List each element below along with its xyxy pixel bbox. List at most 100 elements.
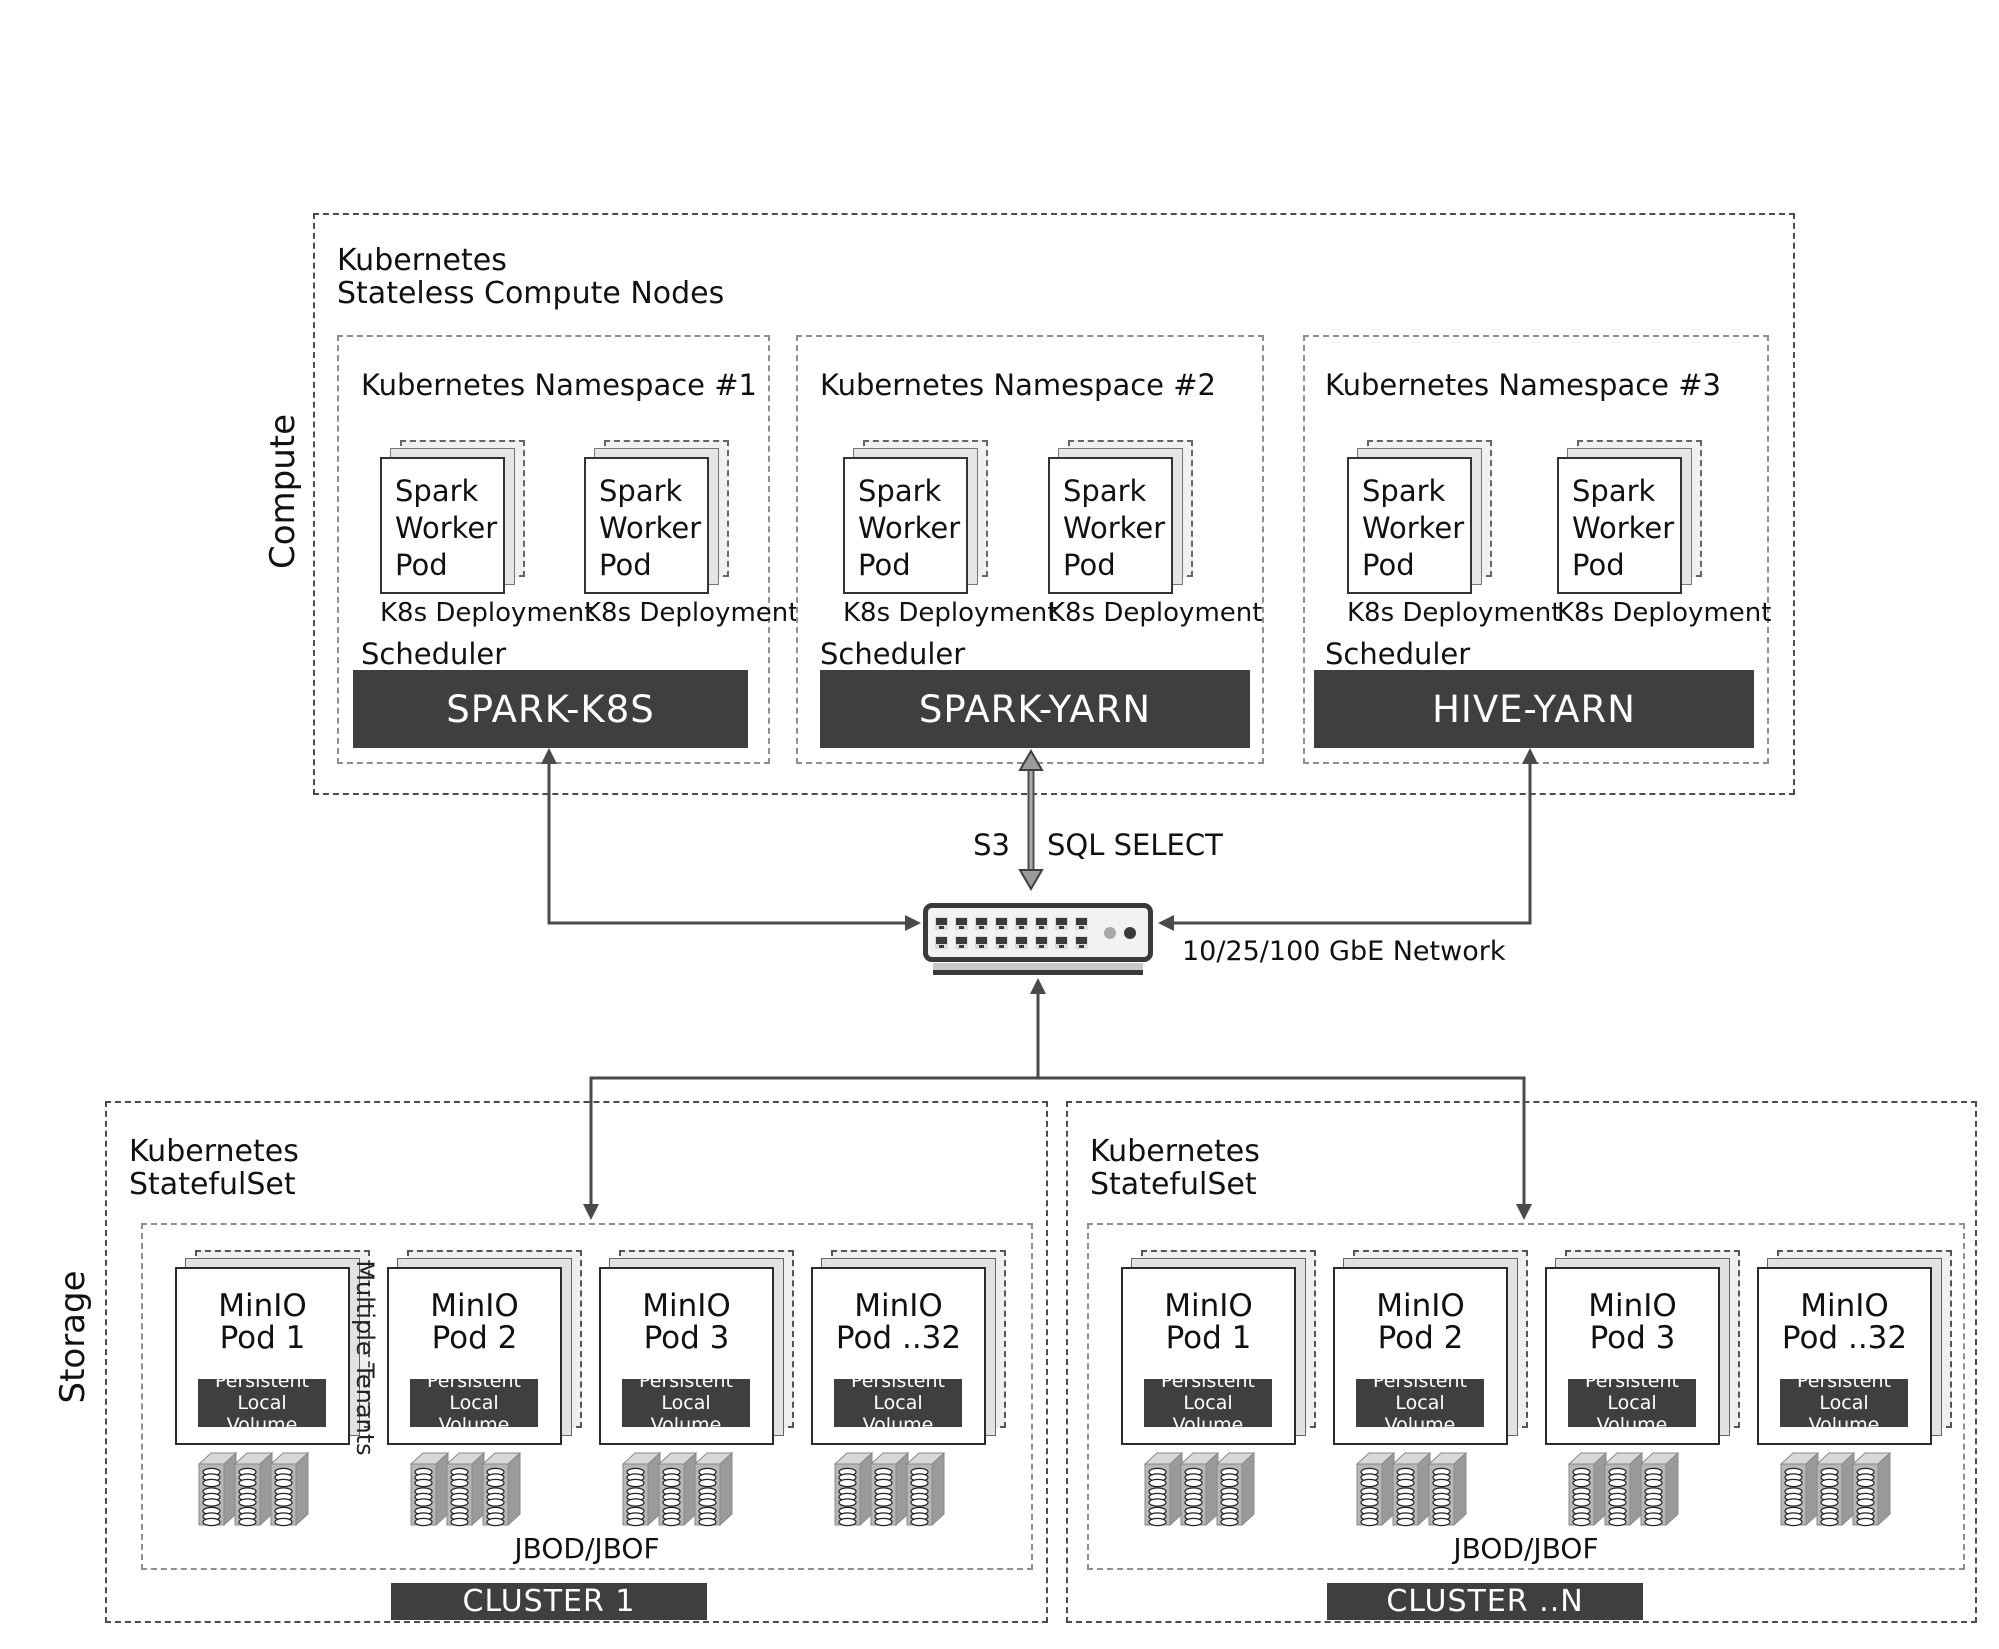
k8s-deployment-caption: K8s Deployment [584, 598, 799, 628]
minio-pod-card: MinIO Pod 3 Persistent Local Volume [1545, 1267, 1720, 1445]
persistent-local-volume: Persistent Local Volume [834, 1370, 962, 1436]
s3-protocol-label: S3 [973, 828, 1010, 862]
rj45-port-icon [1015, 936, 1028, 949]
rj45-port-icon [975, 936, 988, 949]
spark-pod-stack: Spark Worker Pod K8s Deployment [1048, 440, 1262, 628]
minio-pod-name: MinIO Pod 1 [218, 1288, 307, 1356]
disk-tower-icon [622, 1452, 733, 1527]
rj45-port-icon [935, 936, 948, 949]
network-speed-label: 10/25/100 GbE Network [1182, 936, 1506, 967]
spark-pod-stack: Spark Worker Pod K8s Deployment [584, 440, 798, 628]
minio-pod-card: MinIO Pod 1 Persistent Local Volume [1121, 1267, 1296, 1445]
persistent-local-volume: Persistent Local Volume [1568, 1370, 1696, 1436]
minio-pod-name: MinIO Pod 2 [1376, 1288, 1465, 1356]
statefulset-title: Kubernetes StatefulSet [1090, 1134, 1260, 1202]
minio-pod-stack: MinIO Pod 1 Persistent Local Volume [175, 1250, 370, 1527]
disk-tower-icon [1144, 1452, 1255, 1527]
namespace-box-2: Kubernetes Namespace #2 Spark Worker Pod… [796, 335, 1264, 764]
rj45-port-icon [1035, 917, 1048, 930]
spark-pod-stack: Spark Worker Pod K8s Deployment [380, 440, 594, 628]
rj45-port-icon [1055, 917, 1068, 930]
rj45-port-icon [1035, 936, 1048, 949]
statefulset-inner-box: MinIO Pod 1 Persistent Local Volume MinI… [1087, 1223, 1965, 1570]
spark-worker-pod-card: Spark Worker Pod [380, 457, 505, 594]
disk-tower-icon [1568, 1452, 1679, 1527]
minio-pod-name: MinIO Pod 3 [642, 1288, 731, 1356]
minio-pod-name: MinIO Pod 1 [1164, 1288, 1253, 1356]
spark-pod-stack: Spark Worker Pod K8s Deployment [1557, 440, 1771, 628]
cluster-1-bar: CLUSTER 1 [391, 1583, 707, 1620]
disk-tower-icon [1356, 1452, 1467, 1527]
rj45-port-icon [935, 917, 948, 930]
statefulset-inner-box: MinIO Pod 1 Persistent Local Volume MinI… [141, 1223, 1033, 1570]
namespace-box-1: Kubernetes Namespace #1 Spark Worker Pod… [337, 335, 798, 764]
minio-pod-card: MinIO Pod ..32 Persistent Local Volume [1757, 1267, 1932, 1445]
spark-worker-pod-card: Spark Worker Pod [1557, 457, 1682, 594]
compute-section-label: Compute [263, 413, 303, 569]
scheduler-bar-spark-yarn: SPARK-YARN [820, 670, 1250, 748]
jbod-jbof-label: JBOD/JBOF [514, 1532, 660, 1565]
minio-pod-stack: MinIO Pod 1 Persistent Local Volume [1121, 1250, 1316, 1527]
namespace-box-3: Kubernetes Namespace #3 Spark Worker Pod… [1303, 335, 1771, 764]
persistent-local-volume: Persistent Local Volume [622, 1370, 750, 1436]
rj45-port-icon [975, 917, 988, 930]
compute-title: Kubernetes Stateless Compute Nodes [337, 243, 725, 311]
spark-worker-pod-card: Spark Worker Pod [843, 457, 968, 594]
k8s-deployment-caption: K8s Deployment [1557, 598, 1772, 628]
minio-pod-stack: MinIO Pod ..32 Persistent Local Volume [811, 1250, 1006, 1527]
namespace-label: Kubernetes Namespace #2 [820, 368, 1216, 402]
jbod-jbof-label: JBOD/JBOF [1453, 1532, 1599, 1565]
minio-pod-stack: MinIO Pod ..32 Persistent Local Volume [1757, 1250, 1952, 1527]
storage-cluster-box-1: Kubernetes StatefulSet MinIO Pod 1 Persi… [105, 1101, 1048, 1623]
persistent-local-volume: Persistent Local Volume [1144, 1370, 1272, 1436]
scheduler-label: Scheduler [1325, 637, 1471, 671]
minio-pod-name: MinIO Pod 2 [430, 1288, 519, 1356]
rj45-port-icon [1075, 936, 1088, 949]
minio-pod-name: MinIO Pod ..32 [835, 1288, 962, 1356]
disk-tower-icon [410, 1452, 521, 1527]
minio-pod-stack: MinIO Pod 3 Persistent Local Volume [1545, 1250, 1740, 1527]
storage-cluster-box-n: Kubernetes StatefulSet MinIO Pod 1 Persi… [1066, 1101, 1977, 1623]
rj45-port-icon [1075, 917, 1088, 930]
scheduler-label: Scheduler [361, 637, 507, 671]
switch-base [933, 963, 1143, 975]
disk-tower-icon [834, 1452, 945, 1527]
minio-pod-stack: MinIO Pod 3 Persistent Local Volume [599, 1250, 794, 1527]
statefulset-title: Kubernetes StatefulSet [129, 1134, 299, 1202]
minio-pod-card: MinIO Pod 3 Persistent Local Volume [599, 1267, 774, 1445]
disk-tower-icon [1780, 1452, 1891, 1527]
persistent-local-volume: Persistent Local Volume [410, 1370, 538, 1436]
rj45-port-icon [955, 917, 968, 930]
led-indicator-icon [1104, 927, 1116, 939]
minio-pod-card: MinIO Pod 1 Persistent Local Volume [175, 1267, 350, 1445]
minio-pod-name: MinIO Pod ..32 [1781, 1288, 1908, 1356]
storage-section-label: Storage [53, 1270, 93, 1404]
rj45-port-icon [995, 917, 1008, 930]
namespace-label: Kubernetes Namespace #3 [1325, 368, 1721, 402]
rj45-port-icon [995, 936, 1008, 949]
disk-tower-icon [198, 1452, 309, 1527]
scheduler-bar-hive-yarn: HIVE-YARN [1314, 670, 1754, 748]
k8s-deployment-caption: K8s Deployment [843, 598, 1058, 628]
rj45-port-icon [955, 936, 968, 949]
minio-pod-card: MinIO Pod ..32 Persistent Local Volume [811, 1267, 986, 1445]
k8s-deployment-caption: K8s Deployment [380, 598, 595, 628]
led-indicator-icon [1124, 927, 1136, 939]
compute-outer-box [313, 213, 1795, 795]
k8s-deployment-caption: K8s Deployment [1048, 598, 1263, 628]
spark-worker-pod-card: Spark Worker Pod [584, 457, 709, 594]
multiple-tenants-label: Multiple Tenants [351, 1260, 379, 1456]
rj45-port-icon [1055, 936, 1068, 949]
namespace-label: Kubernetes Namespace #1 [361, 368, 757, 402]
cluster-n-bar: CLUSTER ..N [1327, 1583, 1643, 1620]
minio-pod-card: MinIO Pod 2 Persistent Local Volume [387, 1267, 562, 1445]
scheduler-label: Scheduler [820, 637, 966, 671]
minio-pod-name: MinIO Pod 3 [1588, 1288, 1677, 1356]
k8s-deployment-caption: K8s Deployment [1347, 598, 1562, 628]
persistent-local-volume: Persistent Local Volume [198, 1370, 326, 1436]
minio-pod-stack: MinIO Pod 2 Persistent Local Volume [387, 1250, 582, 1527]
spark-pod-stack: Spark Worker Pod K8s Deployment [843, 440, 1057, 628]
scheduler-bar-spark-k8s: SPARK-K8S [353, 670, 748, 748]
spark-pod-stack: Spark Worker Pod K8s Deployment [1347, 440, 1561, 628]
